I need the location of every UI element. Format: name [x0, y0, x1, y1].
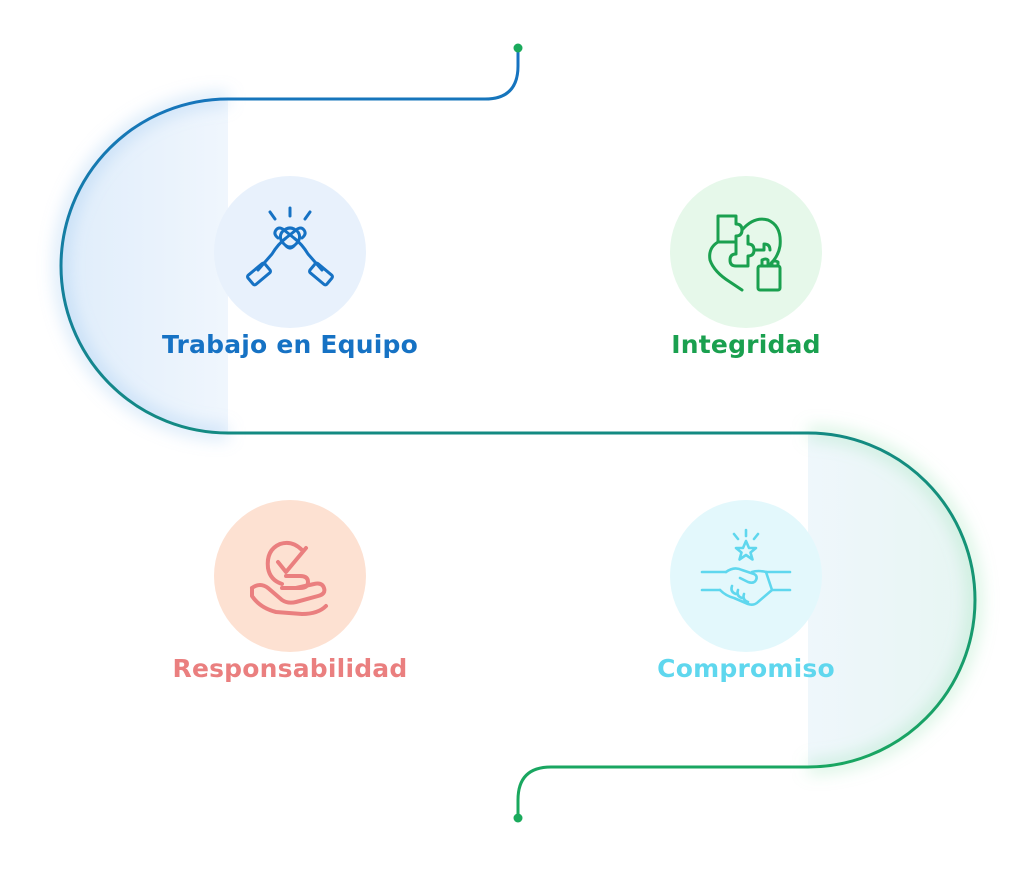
- value-teamwork: Trabajo en Equipo: [140, 176, 440, 359]
- team-handshake-icon: [246, 206, 334, 287]
- path-end-dot: [513, 813, 523, 823]
- teamwork-label: Trabajo en Equipo: [162, 330, 418, 359]
- hand-check-icon: [250, 540, 328, 616]
- value-integrity: Integridad: [596, 176, 896, 359]
- left-curve-fill: [61, 99, 228, 433]
- handshake-star-icon: [700, 528, 792, 606]
- path-start-dot: [513, 43, 523, 53]
- puzzle-heart-icon: [708, 214, 782, 292]
- value-commitment: Compromiso: [596, 500, 896, 683]
- responsibility-icon-circle: [214, 500, 366, 652]
- integrity-icon-circle: [670, 176, 822, 328]
- commitment-label: Compromiso: [657, 654, 835, 683]
- responsibility-label: Responsabilidad: [172, 654, 408, 683]
- serpentine-line: [59, 46, 977, 820]
- value-responsibility: Responsabilidad: [140, 500, 440, 683]
- integrity-label: Integridad: [671, 330, 821, 359]
- right-curve-fill: [808, 433, 975, 767]
- commitment-icon-circle: [670, 500, 822, 652]
- teamwork-icon-circle: [214, 176, 366, 328]
